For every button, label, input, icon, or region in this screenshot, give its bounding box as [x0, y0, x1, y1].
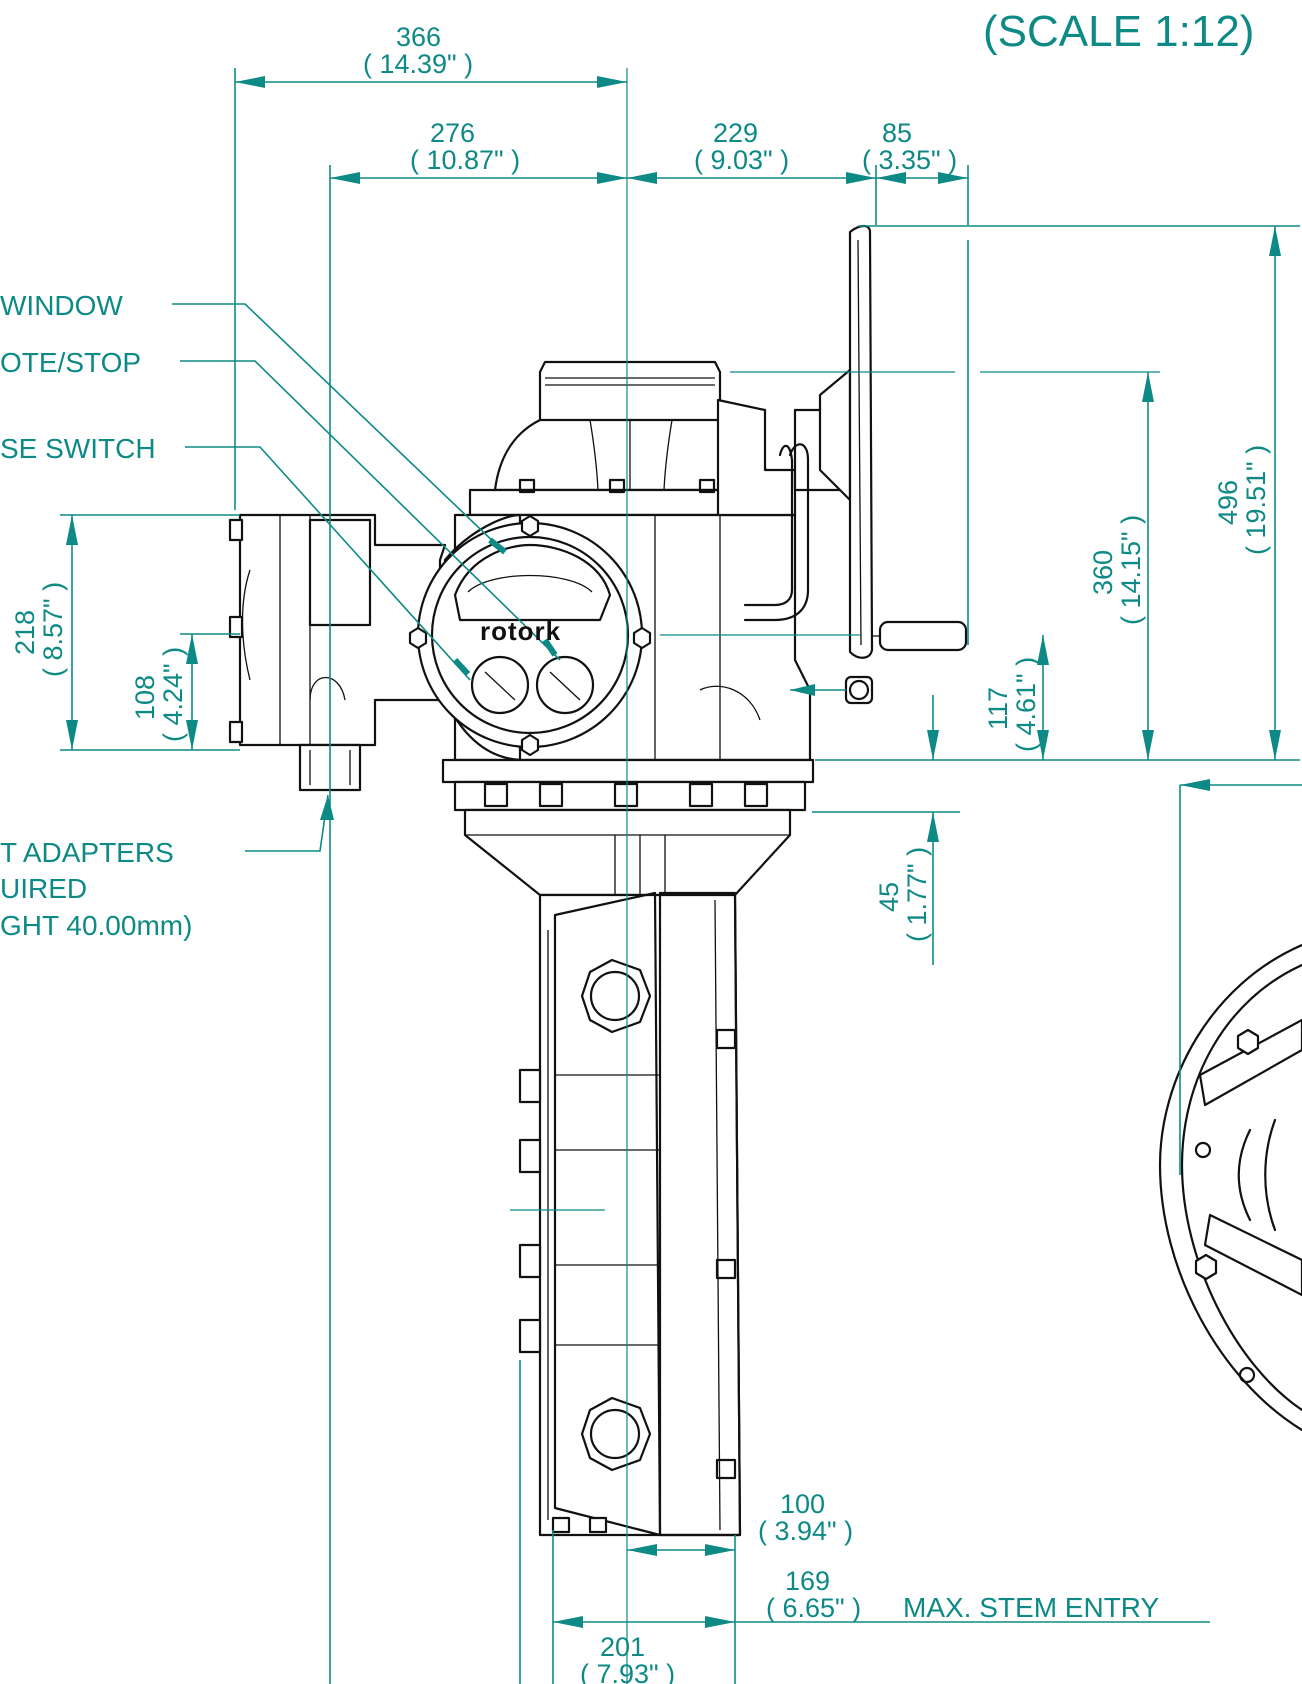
- centerlines: [510, 68, 1160, 1684]
- dim-169-inch: ( 6.65" ): [766, 1593, 861, 1623]
- dim-201-inch: ( 7.93" ): [580, 1659, 675, 1684]
- dim-169: 169 ( 6.65" ): [766, 1566, 861, 1623]
- dim-218-inch: ( 8.57" ): [38, 582, 68, 677]
- dim-360-inch: ( 14.15" ): [1116, 515, 1146, 625]
- dim-108-inch: ( 4.24" ): [158, 647, 188, 742]
- dim-366-mm: 366: [396, 22, 441, 52]
- callout-adapters-line3: GHT 40.00mm): [0, 910, 192, 941]
- dim-169-mm: 169: [785, 1566, 830, 1596]
- callout-window: WINDOW: [0, 290, 123, 321]
- dim-117-inch: ( 4.61" ): [1011, 657, 1041, 752]
- dim-276-mm: 276: [430, 118, 475, 148]
- actuator-linework: [228, 224, 1302, 1537]
- dim-360-mm: 360: [1088, 550, 1118, 595]
- dim-496-mm: 496: [1213, 480, 1243, 525]
- callout-leaders: [172, 303, 846, 852]
- dim-229-inch: ( 9.03" ): [694, 145, 789, 175]
- scale-label: (SCALE 1:12): [983, 7, 1254, 56]
- dim-100-mm: 100: [780, 1489, 825, 1519]
- dim-45-mm: 45: [874, 882, 904, 912]
- dim-100: 100 ( 3.94" ): [758, 1489, 853, 1546]
- dim-366-inch: ( 14.39" ): [363, 49, 473, 79]
- dim-100-inch: ( 3.94" ): [758, 1516, 853, 1546]
- dim-276: 276 ( 10.87" ): [410, 118, 520, 175]
- dim-85-inch: ( 3.35" ): [862, 145, 957, 175]
- callout-stem-entry: MAX. STEM ENTRY: [903, 1592, 1160, 1623]
- dim-496-inch: ( 19.51" ): [1241, 445, 1271, 555]
- dim-85-mm: 85: [882, 118, 912, 148]
- dim-229: 229 ( 9.03" ): [694, 118, 789, 175]
- dim-117: 117 ( 4.61" ): [983, 657, 1041, 752]
- dim-108: 108 ( 4.24" ): [130, 647, 188, 742]
- rotork-logo: rotork: [480, 616, 561, 646]
- dim-201-mm: 201: [600, 1632, 645, 1662]
- dim-85: 85 ( 3.35" ): [862, 118, 957, 175]
- dim-218: 218 ( 8.57" ): [10, 582, 68, 677]
- callout-adapters-line1: T ADAPTERS: [0, 837, 174, 868]
- dim-276-inch: ( 10.87" ): [410, 145, 520, 175]
- callout-adapters-line2: UIRED: [0, 873, 87, 904]
- callout-remote-stop: OTE/STOP: [0, 347, 141, 378]
- dim-496: 496 ( 19.51" ): [1213, 445, 1271, 555]
- dimension-labels: 366 ( 14.39" ) 276 ( 10.87" ) 229 ( 9.03…: [10, 22, 1271, 1684]
- dim-45-inch: ( 1.77" ): [902, 847, 932, 942]
- dim-108-mm: 108: [130, 675, 160, 720]
- dim-218-mm: 218: [10, 610, 40, 655]
- callout-labels: WINDOW OTE/STOP SE SWITCH T ADAPTERS UIR…: [0, 290, 1160, 1623]
- dimension-lines: [60, 68, 1302, 1684]
- dim-117-mm: 117: [983, 687, 1013, 730]
- dim-366: 366 ( 14.39" ): [363, 22, 473, 79]
- dim-201: 201 ( 7.93" ): [580, 1632, 675, 1684]
- dim-360: 360 ( 14.15" ): [1088, 515, 1146, 625]
- dim-45: 45 ( 1.77" ): [874, 847, 932, 942]
- callout-selector-switch: SE SWITCH: [0, 433, 156, 464]
- dim-229-mm: 229: [713, 118, 758, 148]
